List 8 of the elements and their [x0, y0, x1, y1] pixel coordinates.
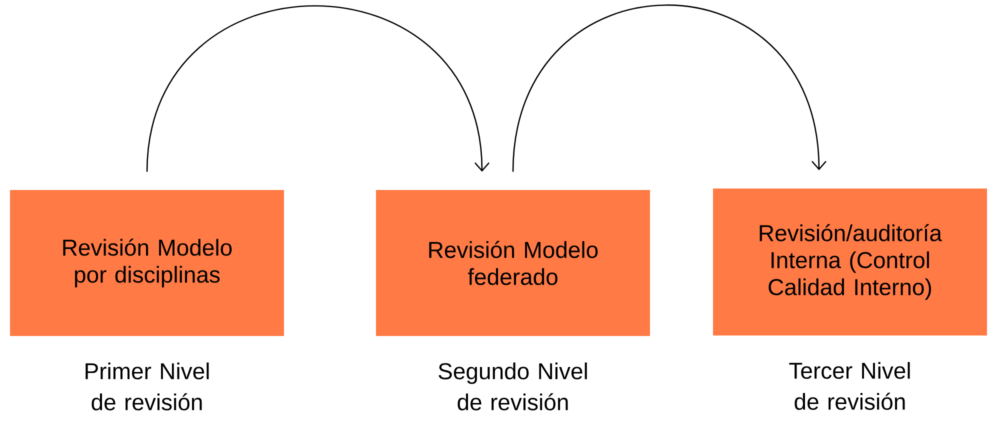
node-label: Tercer Nivel de revisión: [789, 362, 910, 410]
curved-arrow: [146, 5, 490, 172]
process-box: Revisión Modelo federado: [376, 190, 650, 336]
node-label: Segundo Nivel de revisión: [438, 362, 587, 410]
curved-arrow: [512, 4, 826, 172]
process-box: Revisión/auditoría Interna (Control Calidad Interno): [713, 188, 987, 336]
node-label: Primer Nivel de revisión: [86, 362, 209, 410]
process-box: Revisión Modelo por disciplinas: [10, 190, 284, 336]
